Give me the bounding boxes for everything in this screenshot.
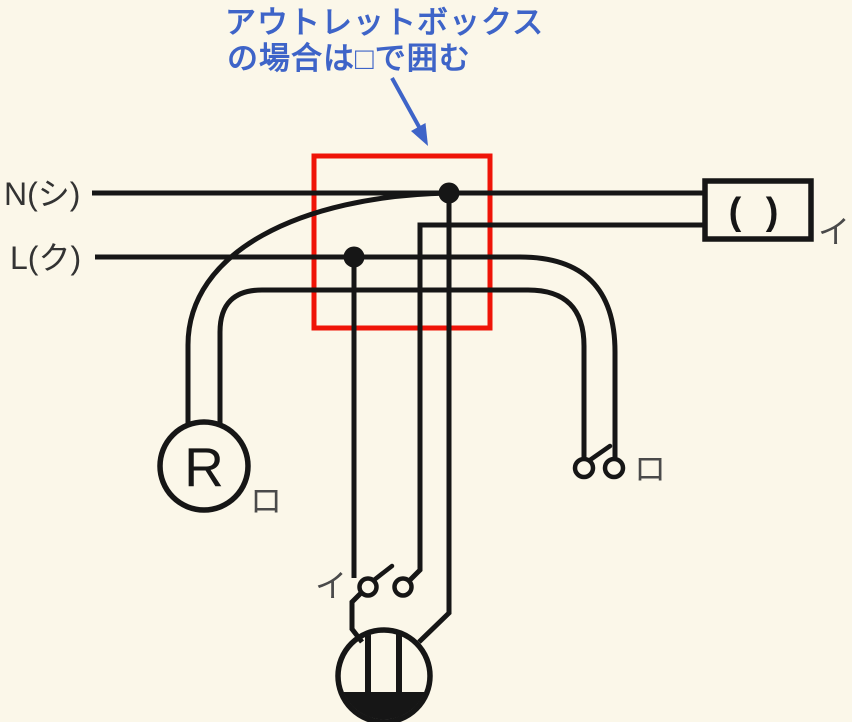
lamp-receptacle-circle — [157, 419, 251, 513]
switch-ro-left-terminal — [572, 456, 596, 480]
switch-ro: ロ — [572, 443, 666, 487]
ceiling-rosette-symbol: ( ) — [729, 191, 786, 233]
outlet-box-frame — [311, 153, 493, 331]
annotation-line1: アウトレットボックス — [225, 5, 544, 40]
neutral-junction-dot — [438, 182, 460, 204]
switch-ro-lever — [587, 443, 613, 463]
switch-i-left-terminal — [357, 576, 379, 598]
switch-i-circuit-label: イ — [315, 568, 347, 604]
live-junction-dot — [343, 246, 365, 268]
wall-outlet-circle — [335, 627, 433, 722]
receptacle-neutral-wire — [185, 190, 450, 424]
switch-i: イ — [315, 563, 414, 604]
live-bus-wire — [95, 254, 618, 459]
lamp-receptacle-symbol: R — [184, 436, 224, 498]
ceiling-rosette: ( ) イ — [702, 178, 850, 250]
ceiling-rosette-circuit-label: イ — [818, 214, 850, 250]
switch-ro-circuit-label: ロ — [634, 451, 666, 487]
live-bus-label: L(ク) — [10, 240, 81, 276]
ceiling-rosette-box — [702, 178, 814, 242]
annotation-line2: の場合は□で囲む — [227, 41, 471, 76]
lamp-receptacle-circuit-label: ロ — [250, 483, 282, 519]
switch-ro-right-terminal — [602, 456, 626, 480]
neutral-bus-label: N(シ) — [4, 176, 80, 212]
switch-i-right-terminal — [392, 576, 414, 598]
lamp-receptacle: R ロ — [157, 419, 282, 519]
receptacle-switch-ro-wire — [217, 287, 587, 459]
outlet-neutral-wire — [417, 193, 452, 644]
switch-i-lever — [371, 563, 395, 583]
annotation-arrow-head — [411, 123, 428, 146]
wall-outlet — [335, 627, 433, 722]
annotation-arrow-shaft — [390, 77, 425, 135]
rosette-switched-wire — [407, 222, 706, 583]
